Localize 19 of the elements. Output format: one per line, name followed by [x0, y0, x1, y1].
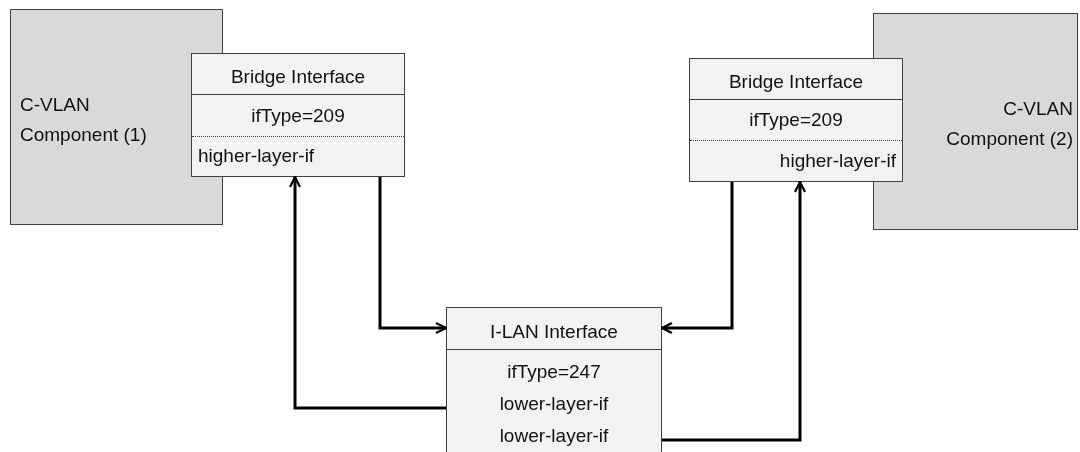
arrow — [662, 180, 807, 442]
interface-box — [191, 53, 405, 177]
interface-field: lower-layer-if — [499, 425, 609, 447]
interface-field: higher-layer-if — [779, 150, 896, 173]
interface-field: ifType=209 — [749, 109, 843, 131]
interface-title: Bridge Interface — [728, 70, 864, 93]
arrow — [378, 177, 448, 335]
interface-title: I-LAN Interface — [490, 320, 618, 343]
interface-title: Bridge Interface — [230, 66, 366, 89]
component-label: C-VLAN Component (2) — [945, 97, 1073, 151]
interface-box — [689, 58, 903, 182]
interface-field: lower-layer-if — [499, 393, 609, 415]
interface-field: ifType=247 — [507, 361, 601, 383]
interface-field: ifType=209 — [251, 104, 345, 127]
interface-box — [446, 307, 662, 452]
component-label: C-VLAN Component (1) — [20, 93, 148, 147]
arrow — [660, 182, 734, 335]
arrow — [288, 175, 446, 410]
interface-field: higher-layer-if — [198, 145, 315, 168]
